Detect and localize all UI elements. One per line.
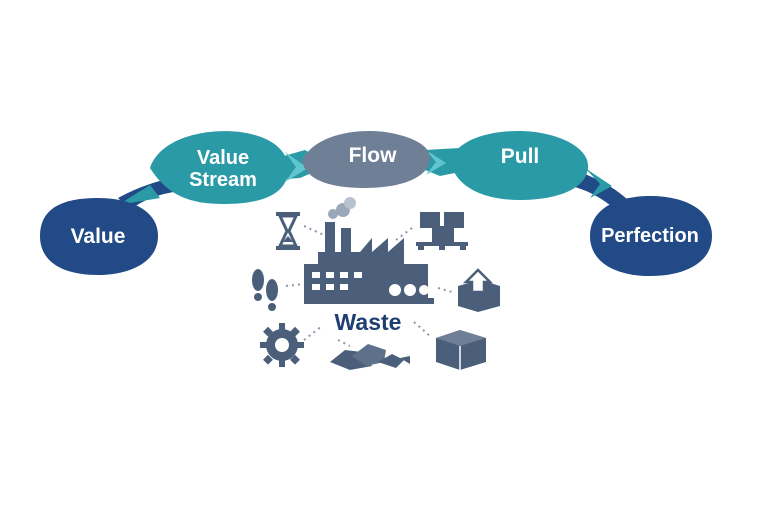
open-box-icon: [436, 330, 486, 370]
principle-value-node: [40, 198, 158, 275]
footprints-icon: [252, 269, 278, 311]
scrap-pile-icon: [330, 344, 410, 370]
waste-leader-lines: [285, 225, 453, 347]
gear-icon: [260, 323, 304, 367]
principle-pull-node: [450, 131, 589, 200]
hourglass-icon: [276, 212, 300, 250]
pallet-boxes-icon: [416, 212, 468, 250]
principle-value-stream-node: [150, 131, 289, 204]
principle-flow-node: [302, 130, 431, 188]
principle-perfection-node: [590, 196, 712, 276]
upload-box-icon: [458, 268, 500, 312]
factory-icon: [304, 197, 434, 304]
waste-cluster: [252, 197, 500, 370]
waste-label: Waste: [334, 309, 402, 335]
